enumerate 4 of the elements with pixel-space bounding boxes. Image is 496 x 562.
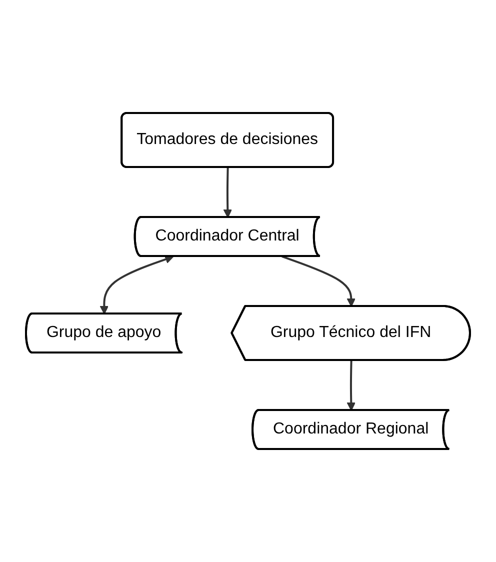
arrow	[346, 360, 356, 411]
arrow	[100, 255, 174, 314]
arrow	[282, 256, 356, 307]
arrow	[223, 167, 232, 218]
